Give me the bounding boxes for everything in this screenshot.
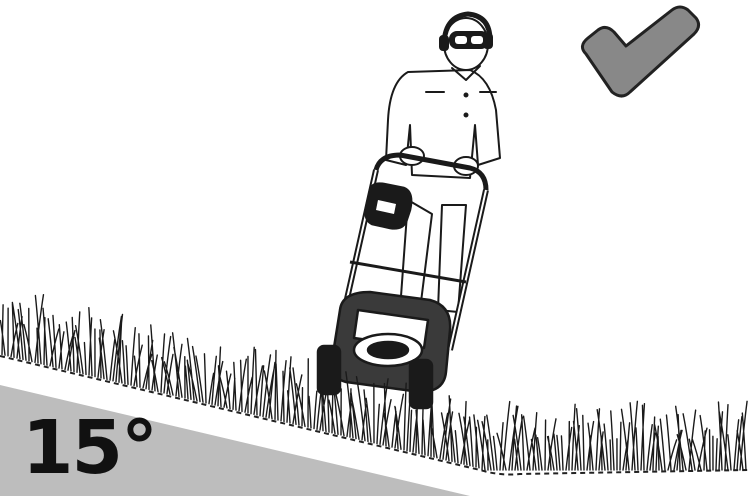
slope-angle-label: 15°	[22, 408, 156, 488]
checkmark-icon	[582, 7, 698, 96]
